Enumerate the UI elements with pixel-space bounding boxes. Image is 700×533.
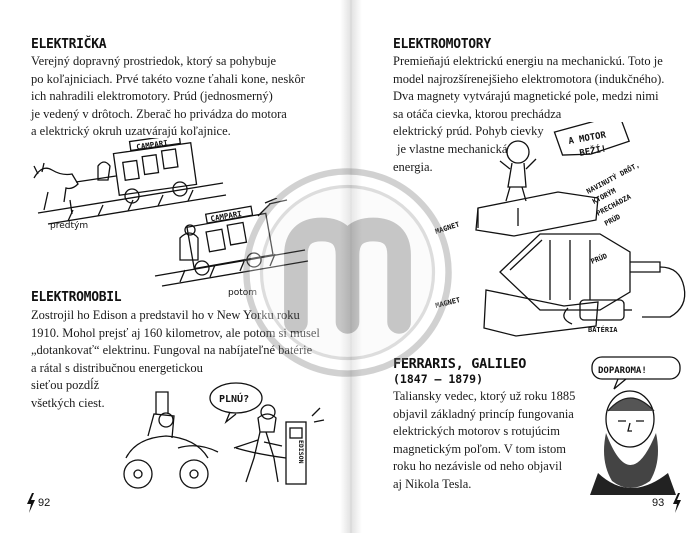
electric-tram-illustration: CAMPARI	[154, 198, 309, 287]
label-battery: BATÉRIA	[588, 325, 618, 334]
ferraris-text: Taliansky vedec, ktorý už roku 1885 obja…	[393, 388, 575, 494]
label-wire-4: PRÚD	[603, 212, 622, 228]
electricka-line: po koľajniciach. Prvé takéto vozne ťahal…	[31, 71, 305, 86]
elektromotory-text: Premieňajú elektrickú energiu na mechani…	[393, 53, 664, 176]
electricka-text: Verejný dopravný prostriedok, ktorý sa p…	[31, 53, 305, 141]
ferraris-portrait: DOPAROMA!	[590, 356, 681, 495]
elektromobil-line: „dotankovať“ elektrinu. Fungoval na nabí…	[31, 343, 313, 358]
elektromotory-line: elektrický prúd. Pohyb cievky	[393, 124, 544, 139]
motor-illustration: MAGNET MAGNET NAVINUTÝ DRÔT, KTORÝM PREC…	[434, 122, 686, 337]
ferraris-dates: (1847 – 1879)	[393, 372, 484, 386]
ferraris-line: aj Nikola Tesla.	[393, 476, 472, 491]
elektromobil-line: všetkých ciest.	[31, 395, 105, 410]
page-number-right: 93	[652, 497, 665, 509]
ferraris-line: elektrických motorov s rotujúcim	[393, 424, 560, 439]
motor-speech-line-2: BEŽÍ!	[578, 142, 607, 159]
elektromobil-line: a rátal s distribučnou energetickou	[31, 360, 203, 375]
electricka-line: ich nahradili elektromotory. Prúd (jedno…	[31, 89, 273, 104]
elektromotory-line: energia.	[393, 159, 433, 174]
electricka-line: Verejný dopravný prostriedok, ktorý sa p…	[31, 54, 277, 68]
elektromobil-heading: ELEKTROMOBIL	[31, 290, 122, 305]
ferraris-speech-text: DOPAROMA!	[598, 366, 647, 376]
lightning-bolt-icon	[673, 493, 681, 513]
elektromotory-line: je vlastne mechanická	[397, 141, 508, 156]
elektromobil-line: sieťou pozdĺž	[31, 378, 100, 393]
elektromobil-line: Zostrojil ho Edison a predstavil ho v Ne…	[31, 308, 300, 322]
ferraris-line: roku ho nezávisle od neho objavil	[393, 459, 563, 474]
elektromobil-text: Zostrojil ho Edison a predstavil ho v Ne…	[31, 307, 320, 413]
elektromotory-line: Premieňajú elektrickú energiu na mechani…	[393, 54, 663, 68]
watermark-logo	[243, 168, 452, 377]
label-current: PRÚD	[589, 251, 608, 266]
elektromobil-line: 1910. Mohol prejsť aj 160 kilometrov, al…	[31, 325, 320, 340]
elektromotory-line: Dva magnety vytvárajú magnetické pole, m…	[393, 89, 659, 104]
ferraris-line: Taliansky vedec, ktorý už roku 1885	[393, 389, 576, 403]
electricka-line: a elektrický okruh uzatvárajú koľajnice.	[31, 124, 231, 139]
electricka-line: je vedený v drôtoch. Zberač ho privádza …	[31, 106, 287, 121]
electric-car-illustration: PLNÚ? EDISON	[123, 382, 325, 489]
elektromotory-heading: ELEKTROMOTORY	[393, 37, 491, 52]
horse-tram-illustration: CAMPARI	[33, 138, 227, 225]
ferraris-heading: FERRARIS, GALILEO	[393, 356, 527, 372]
page-number-left: 92	[38, 497, 51, 509]
electricka-heading: ELEKTRIČKA	[31, 37, 107, 52]
caption-before: predtým	[50, 221, 89, 231]
elektromotory-line: model najrozšírenejšieho elektromotora (…	[393, 71, 665, 86]
ferraris-line: objavil základný princíp fungovania	[393, 406, 574, 421]
elektromotory-line: sa otáča cievka, ktorou prechádza	[393, 106, 562, 121]
book-gutter	[340, 0, 362, 533]
caption-after: potom	[228, 288, 258, 298]
electric-tram-sign: CAMPARI	[210, 209, 243, 223]
station-label: EDISON	[297, 440, 305, 464]
lightning-bolt-icon	[27, 493, 35, 513]
car-speech-text: PLNÚ?	[219, 392, 249, 405]
horse-tram-sign: CAMPARI	[136, 138, 169, 151]
ferraris-line: magnetickým poľom. V tom istom	[393, 441, 567, 456]
